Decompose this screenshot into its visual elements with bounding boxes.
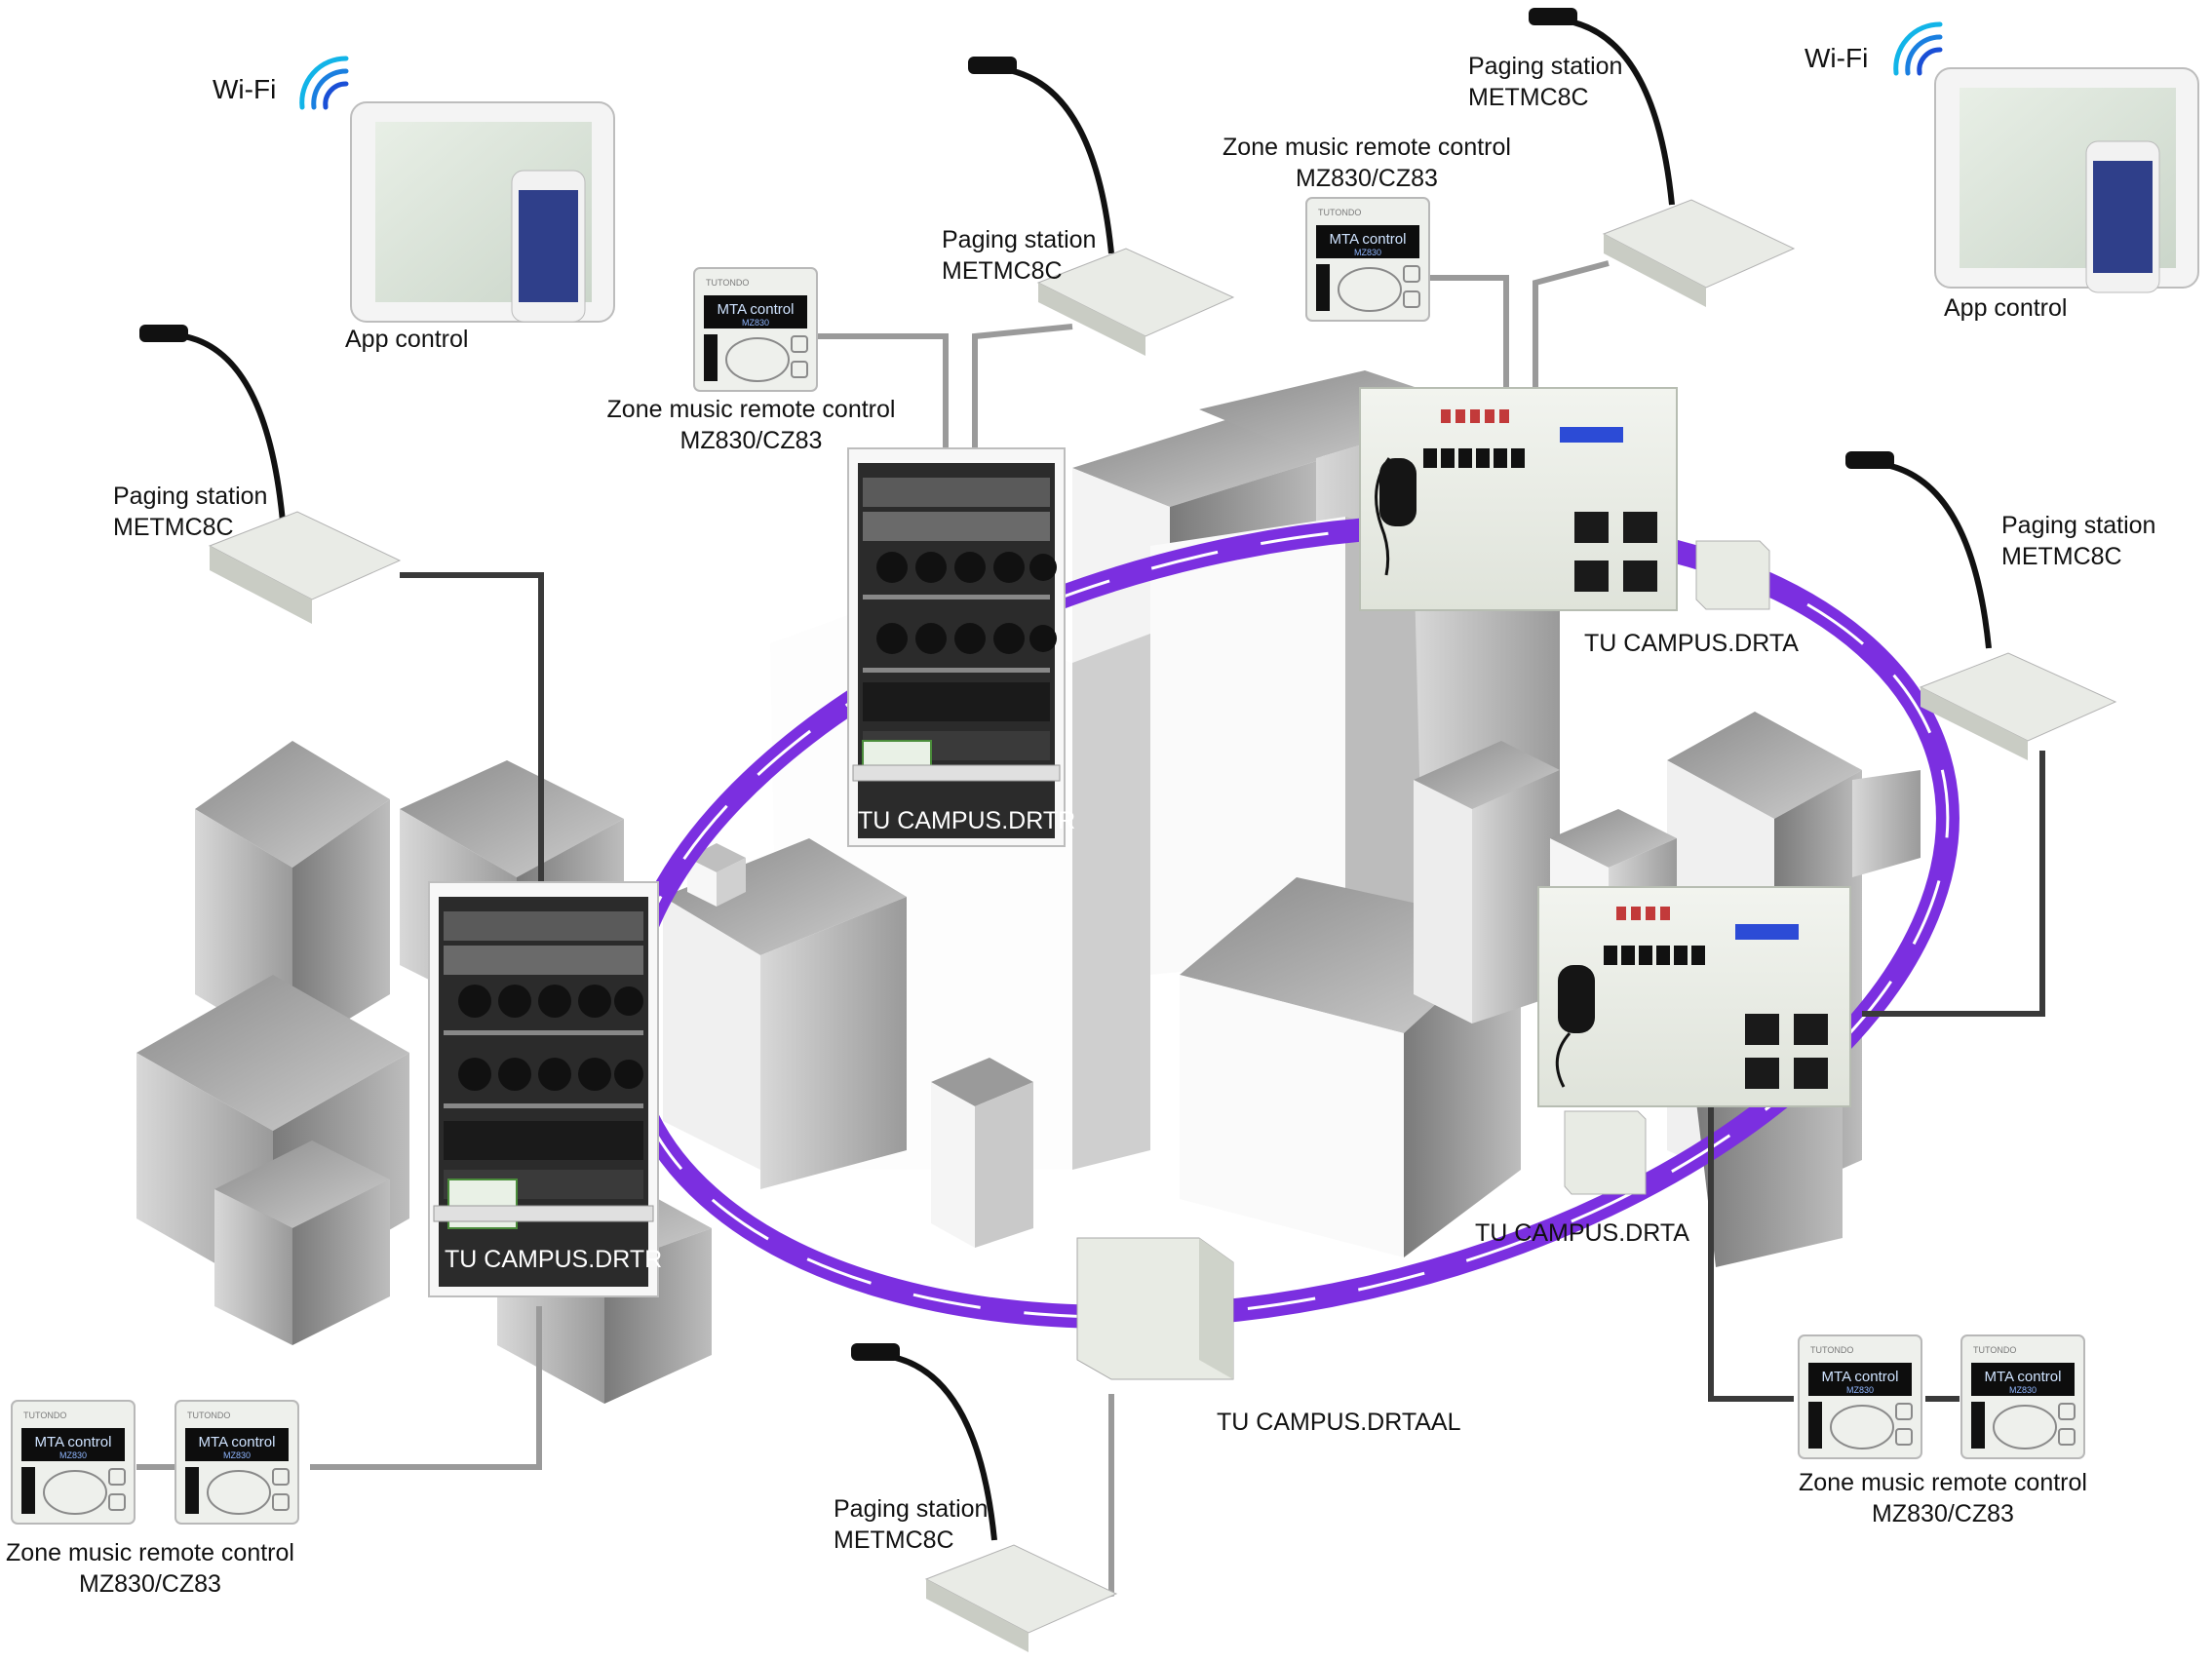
remote-brand: TUTONDO — [1973, 1345, 2016, 1355]
app-control-label-right: App control — [1944, 294, 2068, 322]
wifi-icon-left — [299, 56, 349, 110]
remote-screen-text: MTA control — [1985, 1369, 2062, 1385]
tablet-left — [350, 101, 615, 323]
rack-label-center: TU CAMPUS.DRTR — [858, 807, 1076, 834]
rack-center — [847, 447, 1066, 847]
drta-label-bottom: TU CAMPUS.DRTA — [1475, 1219, 1689, 1247]
paging-station-left — [139, 325, 402, 624]
tablet-right — [1934, 67, 2199, 293]
wall-panel-right — [1537, 886, 1851, 1107]
remote-screen-model: MZ830 — [59, 1450, 87, 1460]
wifi-icon-right — [1893, 21, 1943, 76]
remote-screen-model: MZ830 — [1354, 248, 1381, 257]
remote-screen-text: MTA control — [718, 301, 795, 318]
drta-box-top — [1695, 540, 1770, 610]
remote-screen-model: MZ830 — [223, 1450, 251, 1460]
remote-screen-model: MZ830 — [1846, 1385, 1874, 1395]
drtaal-box — [1076, 1237, 1234, 1380]
remote-brand: TUTONDO — [187, 1411, 230, 1420]
rack-label-left: TU CAMPUS.DRTR — [445, 1246, 663, 1273]
cables — [136, 260, 2045, 1611]
rack-left — [428, 881, 659, 1297]
remote-brand: TUTONDO — [1318, 208, 1361, 217]
remote-screen-text: MTA control — [1330, 231, 1407, 248]
remote-brand: TUTONDO — [23, 1411, 66, 1420]
drtaal-label: TU CAMPUS.DRTAAL — [1217, 1409, 1461, 1436]
drta-label-top: TU CAMPUS.DRTA — [1584, 630, 1799, 657]
remote-brand: TUTONDO — [1810, 1345, 1853, 1355]
remote-screen-text: MTA control — [199, 1434, 276, 1450]
paging-station-right — [1845, 451, 2117, 760]
remote-screen-text: MTA control — [1822, 1369, 1899, 1385]
paging-station-bottom — [851, 1343, 1118, 1652]
wall-panel-top — [1359, 387, 1678, 611]
app-control-label-left: App control — [345, 326, 469, 353]
wifi-label-left: Wi-Fi — [213, 74, 277, 104]
remote-screen-text: MTA control — [35, 1434, 112, 1450]
remote-screen-model: MZ830 — [2009, 1385, 2037, 1395]
remote-brand: TUTONDO — [706, 278, 749, 288]
wifi-label-right: Wi-Fi — [1805, 43, 1869, 73]
paging-station-top-center — [968, 57, 1235, 356]
remote-screen-model: MZ830 — [742, 318, 769, 328]
paging-station-top-right — [1529, 8, 1796, 307]
drta-box-bottom — [1564, 1110, 1647, 1195]
